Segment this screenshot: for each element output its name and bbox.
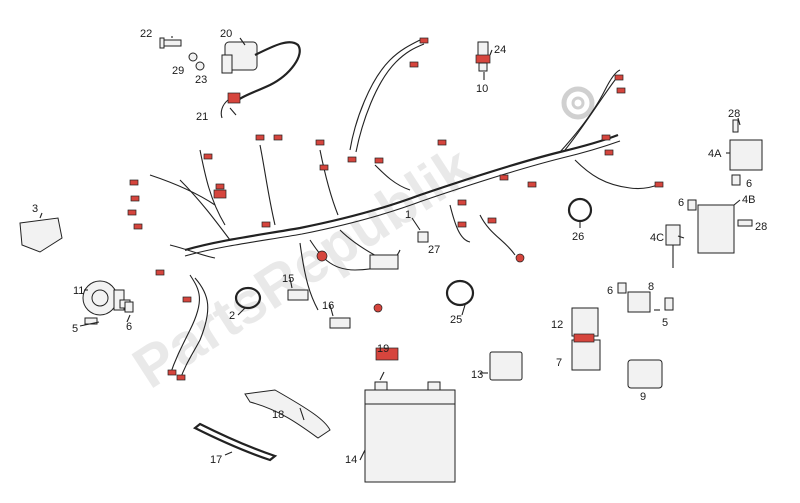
clip-6a — [124, 301, 134, 313]
clamp-25 — [445, 279, 475, 307]
relay-7 — [571, 339, 601, 371]
harness-connectors — [127, 37, 664, 381]
relay-8 — [627, 291, 651, 313]
label-27: 27 — [428, 244, 440, 256]
label-13: 13 — [471, 369, 483, 381]
ignition-coil — [220, 41, 301, 119]
label-4A: 4A — [708, 148, 722, 160]
clip-6c — [731, 174, 741, 186]
relay-box — [369, 254, 399, 270]
label-4B: 4B — [742, 194, 755, 206]
label-6b: 6 — [607, 285, 613, 297]
label-24: 24 — [494, 44, 506, 56]
label-9: 9 — [640, 391, 646, 403]
washer-29 — [188, 52, 198, 62]
main-harness — [149, 39, 661, 381]
label-25: 25 — [450, 314, 462, 326]
fuse-holder-1 — [417, 231, 429, 243]
label-12: 12 — [551, 319, 563, 331]
label-26: 26 — [572, 231, 584, 243]
label-20: 20 — [220, 28, 232, 40]
label-6d: 6 — [678, 197, 684, 209]
label-18: 18 — [272, 409, 284, 421]
clip-6b — [617, 282, 627, 294]
label-2: 2 — [229, 310, 235, 322]
label-8: 8 — [648, 281, 654, 293]
regulator-4A — [729, 139, 763, 171]
strap-18 — [244, 389, 331, 439]
module-4C — [665, 224, 681, 246]
label-16: 16 — [322, 300, 334, 312]
relay-9 — [627, 359, 663, 389]
relay-12 — [571, 307, 599, 337]
fuse-19 — [375, 347, 399, 361]
part-labels: 1 2 3 4A 4B 4C 5 5 6 6 6 6 7 8 9 10 11 1… — [32, 28, 767, 466]
label-15: 15 — [282, 273, 294, 285]
bolt-22 — [159, 37, 182, 49]
clip-6d — [687, 199, 697, 211]
horn-11 — [82, 280, 131, 316]
label-10: 10 — [476, 83, 488, 95]
label-19: 19 — [377, 343, 389, 355]
label-28a: 28 — [728, 108, 740, 120]
leader-lines — [39, 36, 741, 461]
watermark: PartsRepublik — [122, 134, 485, 401]
screw-28b — [737, 219, 753, 227]
grip-3 — [19, 217, 63, 253]
screw-28a — [732, 119, 739, 133]
label-3: 3 — [32, 203, 38, 215]
label-22: 22 — [140, 28, 152, 40]
label-21: 21 — [196, 111, 208, 123]
label-7: 7 — [556, 357, 562, 369]
fuse-15 — [287, 289, 309, 301]
clamp-2 — [234, 286, 262, 310]
watermark-text: PartsRepublik — [122, 134, 485, 401]
label-29: 29 — [172, 65, 184, 77]
label-6a: 6 — [126, 321, 132, 333]
cdi-4B — [697, 204, 735, 254]
screw-5b — [664, 297, 674, 311]
gear-icon — [561, 86, 595, 120]
relay-13 — [489, 351, 523, 381]
band-17 — [192, 422, 278, 462]
label-23: 23 — [195, 74, 207, 86]
clamp-26 — [567, 197, 593, 223]
pressure-switch-24 — [475, 41, 491, 72]
label-14: 14 — [345, 454, 357, 466]
fuse-16 — [329, 317, 351, 329]
label-17: 17 — [210, 454, 222, 466]
label-1: 1 — [405, 209, 411, 221]
label-5a: 5 — [72, 323, 78, 335]
label-11: 11 — [73, 285, 84, 297]
nut-23 — [195, 61, 205, 71]
label-6c: 6 — [746, 178, 752, 190]
label-4C: 4C — [650, 232, 664, 244]
battery-14 — [364, 381, 456, 483]
label-5b: 5 — [662, 317, 668, 329]
label-28b: 28 — [755, 221, 767, 233]
